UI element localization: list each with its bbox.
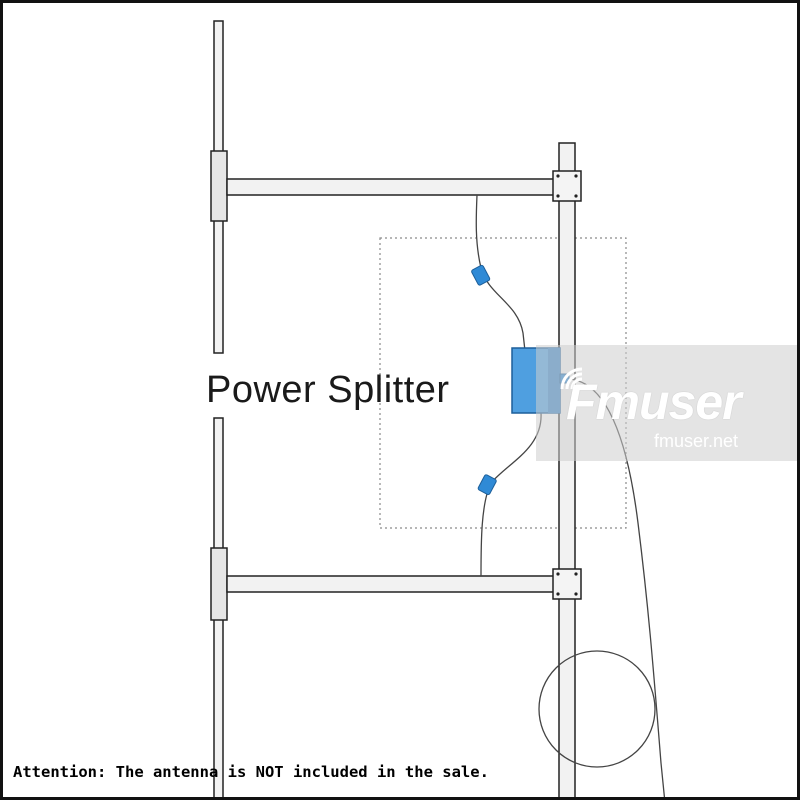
lower-boom	[226, 575, 564, 593]
watermark-site: fmuser.net	[654, 431, 739, 451]
watermark: Fmuser fmuser.net	[536, 345, 797, 461]
mast-pole	[558, 142, 576, 797]
attention-note: Attention: The antenna is NOT included i…	[13, 763, 489, 781]
lower-cable-connector	[477, 474, 497, 496]
upper-dipole-clamp	[210, 150, 228, 222]
signal-waves-icon	[560, 367, 583, 390]
lower-dipole-clamp	[210, 547, 228, 621]
cable-coil-loop	[538, 650, 656, 768]
watermark-brand: Fmuser	[566, 374, 742, 430]
lower-feed-cable	[480, 412, 542, 577]
power-splitter-label: Power Splitter	[206, 369, 450, 411]
upper-boom	[226, 178, 564, 196]
upper-cable-connector	[471, 264, 491, 286]
antenna-diagram	[210, 20, 666, 797]
